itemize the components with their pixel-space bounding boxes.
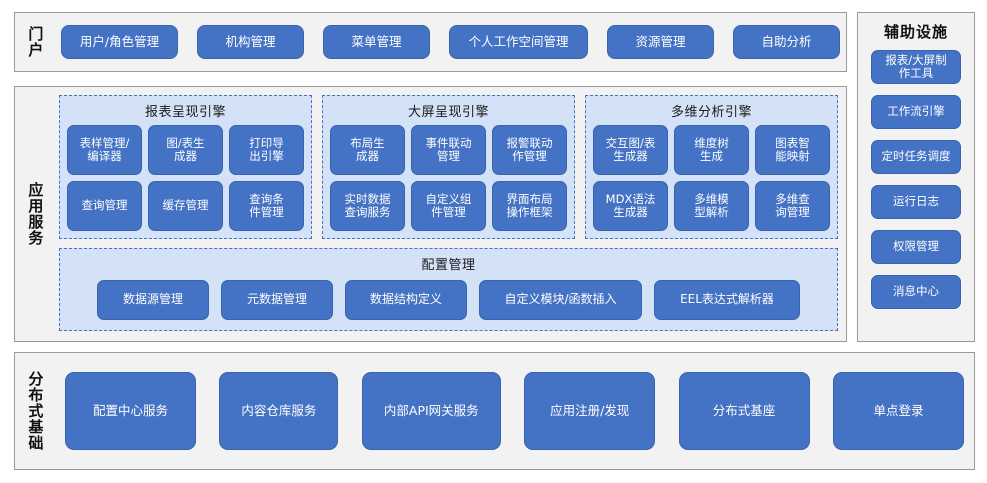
portal-band: 门户 用户/角色管理机构管理菜单管理个人工作空间管理资源管理自助分析 <box>14 12 847 72</box>
portal-button-2[interactable]: 菜单管理 <box>323 25 430 59</box>
engine-2-button-4[interactable]: 多维模 型解析 <box>674 181 749 231</box>
engine-0-button-5[interactable]: 查询条 件管理 <box>229 181 304 231</box>
distributed-base-band-label: 分布式基础 <box>15 353 55 469</box>
aux-button-2[interactable]: 定时任务调度 <box>871 140 961 174</box>
engine-2-button-0[interactable]: 交互图/表 生成器 <box>593 125 668 175</box>
distributed-button-3[interactable]: 应用注册/发现 <box>524 372 656 450</box>
aux-facilities-panel: 辅助设施 报表/大屏制 作工具工作流引擎定时任务调度运行日志权限管理消息中心 <box>857 12 975 342</box>
distributed-button-5[interactable]: 单点登录 <box>832 372 964 450</box>
portal-band-label: 门户 <box>15 13 55 71</box>
engine-0-button-3[interactable]: 查询管理 <box>67 181 142 231</box>
engine-panel-grid-1: 布局生 成器事件联动 管理报警联动 作管理实时数据 查询服务自定义组 件管理界面… <box>330 125 567 231</box>
application-services-band-label-text: 应用服务 <box>26 182 45 246</box>
portal-button-4[interactable]: 资源管理 <box>607 25 714 59</box>
engine-panel-2: 多维分析引擎交互图/表 生成器维度树 生成图表智 能映射 MDX语法 生成器多维模… <box>585 95 838 239</box>
aux-button-5[interactable]: 消息中心 <box>871 275 961 309</box>
engine-panel-grid-0: 表样管理/ 编译器图/表生 成器打印导 出引擎查询管理缓存管理查询条 件管理 <box>67 125 304 231</box>
engine-1-button-3[interactable]: 实时数据 查询服务 <box>330 181 405 231</box>
portal-button-0[interactable]: 用户/角色管理 <box>61 25 178 59</box>
distributed-base-items: 配置中心服务内容仓库服务内部API网关服务应用注册/发现分布式基座单点登录 <box>55 353 974 469</box>
engine-panel-title-1: 大屏呈现引擎 <box>407 105 489 120</box>
config-management-items: 数据源管理元数据管理数据结构定义自定义模块/函数插入 EEL表达式解析器 <box>67 278 830 323</box>
engine-2-button-3[interactable]: MDX语法 生成器 <box>593 181 668 231</box>
engine-1-button-5[interactable]: 界面布局 操作框架 <box>492 181 567 231</box>
aux-button-1[interactable]: 工作流引擎 <box>871 95 961 129</box>
distributed-button-1[interactable]: 内容仓库服务 <box>219 372 339 450</box>
engine-panel-0: 报表呈现引擎表样管理/ 编译器图/表生 成器打印导 出引擎查询管理缓存管理查询条… <box>59 95 312 239</box>
aux-facilities-title: 辅助设施 <box>883 23 948 41</box>
portal-items: 用户/角色管理机构管理菜单管理个人工作空间管理资源管理自助分析 <box>55 13 846 71</box>
engine-panel-title-0: 报表呈现引擎 <box>144 105 226 120</box>
engine-0-button-0[interactable]: 表样管理/ 编译器 <box>67 125 142 175</box>
engine-1-button-0[interactable]: 布局生 成器 <box>330 125 405 175</box>
aux-button-4[interactable]: 权限管理 <box>871 230 961 264</box>
config-button-4[interactable]: EEL表达式解析器 <box>654 280 800 320</box>
config-button-1[interactable]: 元数据管理 <box>221 280 333 320</box>
aux-button-3[interactable]: 运行日志 <box>871 185 961 219</box>
engine-2-button-5[interactable]: 多维查 询管理 <box>755 181 830 231</box>
distributed-button-0[interactable]: 配置中心服务 <box>65 372 196 450</box>
config-button-2[interactable]: 数据结构定义 <box>345 280 467 320</box>
engine-panel-1: 大屏呈现引擎布局生 成器事件联动 管理报警联动 作管理实时数据 查询服务自定义组… <box>322 95 575 239</box>
aux-facilities-items: 报表/大屏制 作工具工作流引擎定时任务调度运行日志权限管理消息中心 <box>858 50 974 309</box>
engine-2-button-1[interactable]: 维度树 生成 <box>674 125 749 175</box>
portal-band-label-text: 门户 <box>26 26 45 58</box>
distributed-base-band: 分布式基础 配置中心服务内容仓库服务内部API网关服务应用注册/发现分布式基座单… <box>14 352 975 470</box>
application-services-body: 报表呈现引擎表样管理/ 编译器图/表生 成器打印导 出引擎查询管理缓存管理查询条… <box>55 87 846 341</box>
engine-0-button-2[interactable]: 打印导 出引擎 <box>229 125 304 175</box>
config-button-0[interactable]: 数据源管理 <box>97 280 209 320</box>
engine-panel-title-2: 多维分析引擎 <box>670 105 752 120</box>
distributed-button-4[interactable]: 分布式基座 <box>678 372 810 450</box>
engine-2-button-2[interactable]: 图表智 能映射 <box>755 125 830 175</box>
engine-1-button-4[interactable]: 自定义组 件管理 <box>411 181 486 231</box>
aux-button-0[interactable]: 报表/大屏制 作工具 <box>871 50 961 84</box>
engines-row: 报表呈现引擎表样管理/ 编译器图/表生 成器打印导 出引擎查询管理缓存管理查询条… <box>59 95 838 239</box>
engine-1-button-1[interactable]: 事件联动 管理 <box>411 125 486 175</box>
portal-button-3[interactable]: 个人工作空间管理 <box>449 25 588 59</box>
config-button-3[interactable]: 自定义模块/函数插入 <box>479 280 642 320</box>
application-services-band-label: 应用服务 <box>15 87 55 341</box>
application-services-band: 应用服务 报表呈现引擎表样管理/ 编译器图/表生 成器打印导 出引擎查询管理缓存… <box>14 86 847 342</box>
config-management-title: 配置管理 <box>421 258 476 273</box>
engine-1-button-2[interactable]: 报警联动 作管理 <box>492 125 567 175</box>
portal-button-1[interactable]: 机构管理 <box>197 25 304 59</box>
portal-button-5[interactable]: 自助分析 <box>733 25 840 59</box>
distributed-button-2[interactable]: 内部API网关服务 <box>361 372 501 450</box>
distributed-base-band-label-text: 分布式基础 <box>26 371 45 451</box>
config-management-panel: 配置管理 数据源管理元数据管理数据结构定义自定义模块/函数插入 EEL表达式解析器 <box>59 248 838 331</box>
engine-0-button-4[interactable]: 缓存管理 <box>148 181 223 231</box>
engine-0-button-1[interactable]: 图/表生 成器 <box>148 125 223 175</box>
engine-panel-grid-2: 交互图/表 生成器维度树 生成图表智 能映射 MDX语法 生成器多维模 型解析多维… <box>593 125 830 231</box>
